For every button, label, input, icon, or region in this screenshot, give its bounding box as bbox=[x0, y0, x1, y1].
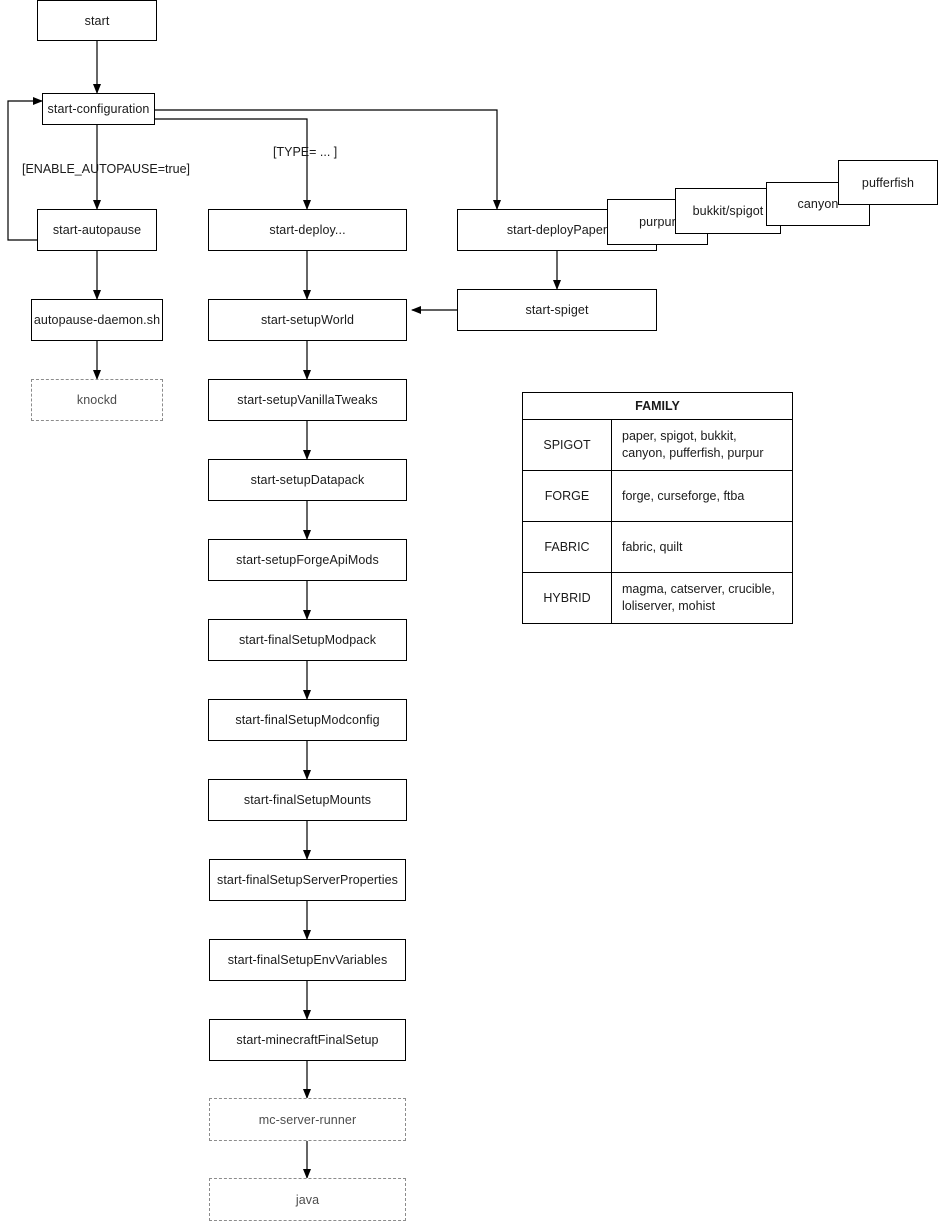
node-start-autopause[interactable]: start-autopause bbox=[37, 209, 157, 251]
node-start-setup-vanilla-tweaks[interactable]: start-setupVanillaTweaks bbox=[208, 379, 407, 421]
edge-label-enable-autopause-text: [ENABLE_AUTOPAUSE=true] bbox=[22, 162, 191, 176]
node-start-deploy-label: start-deploy... bbox=[269, 223, 346, 237]
node-start-spiget[interactable]: start-spiget bbox=[457, 289, 657, 331]
node-variant-purpur-label: purpur bbox=[639, 215, 676, 229]
family-row-value: magma, catserver, crucible, loliserver, … bbox=[611, 572, 793, 624]
edge-label-type: [TYPE= ... ] bbox=[273, 145, 337, 159]
family-table-header: FAMILY bbox=[522, 392, 793, 420]
node-start-final-setup-server-properties[interactable]: start-finalSetupServerProperties bbox=[209, 859, 406, 901]
node-start-setup-vanilla-tweaks-label: start-setupVanillaTweaks bbox=[237, 393, 378, 407]
node-start-final-setup-modconfig-label: start-finalSetupModconfig bbox=[235, 713, 380, 727]
node-start-setup-forge-api-mods-label: start-setupForgeApiMods bbox=[236, 553, 379, 567]
node-start-final-setup-modconfig[interactable]: start-finalSetupModconfig bbox=[208, 699, 407, 741]
node-variant-canyon-label: canyon bbox=[797, 197, 839, 211]
node-start-final-setup-modpack[interactable]: start-finalSetupModpack bbox=[208, 619, 407, 661]
node-knockd[interactable]: knockd bbox=[31, 379, 163, 421]
node-knockd-label: knockd bbox=[76, 393, 118, 407]
node-start-final-setup-server-properties-label: start-finalSetupServerProperties bbox=[216, 873, 399, 887]
edge-configuration-to-deploypaper bbox=[155, 109, 501, 210]
node-start-final-setup-mounts-label: start-finalSetupMounts bbox=[243, 793, 372, 807]
node-start-deploy-paper-label: start-deployPaper bbox=[506, 223, 608, 237]
edge-label-type-text: [TYPE= ... ] bbox=[273, 145, 338, 159]
table-row: FORGE forge, curseforge, ftba bbox=[522, 470, 793, 522]
node-start[interactable]: start bbox=[37, 0, 157, 41]
table-row: HYBRID magma, catserver, crucible, lolis… bbox=[522, 572, 793, 624]
node-variant-pufferfish[interactable]: pufferfish bbox=[838, 160, 938, 205]
node-start-setup-world[interactable]: start-setupWorld bbox=[208, 299, 407, 341]
node-start-setup-forge-api-mods[interactable]: start-setupForgeApiMods bbox=[208, 539, 407, 581]
table-row: SPIGOT paper, spigot, bukkit, canyon, pu… bbox=[522, 419, 793, 471]
family-row-key: FABRIC bbox=[522, 521, 612, 573]
node-java-label: java bbox=[295, 1192, 320, 1207]
node-start-final-setup-env-variables-label: start-finalSetupEnvVariables bbox=[227, 953, 388, 967]
node-start-final-setup-modpack-label: start-finalSetupModpack bbox=[238, 633, 377, 647]
node-java[interactable]: java bbox=[209, 1178, 406, 1221]
node-start-deploy[interactable]: start-deploy... bbox=[208, 209, 407, 251]
node-start-minecraft-final-setup-label: start-minecraftFinalSetup bbox=[236, 1033, 379, 1047]
node-mc-server-runner[interactable]: mc-server-runner bbox=[209, 1098, 406, 1141]
family-row-value: fabric, quilt bbox=[611, 521, 793, 573]
node-variant-bukkit-spigot[interactable]: bukkit/spigot bbox=[675, 188, 781, 234]
family-row-key: FORGE bbox=[522, 470, 612, 522]
node-start-final-setup-mounts[interactable]: start-finalSetupMounts bbox=[208, 779, 407, 821]
node-start-configuration-label: start-configuration bbox=[47, 102, 150, 116]
node-autopause-daemon-sh[interactable]: autopause-daemon.sh bbox=[31, 299, 163, 341]
family-row-key: HYBRID bbox=[522, 572, 612, 624]
node-mc-server-runner-label: mc-server-runner bbox=[258, 1112, 357, 1127]
family-table-header-row: FAMILY bbox=[522, 392, 793, 420]
node-start-setup-world-label: start-setupWorld bbox=[260, 313, 355, 327]
family-row-value: paper, spigot, bukkit, canyon, pufferfis… bbox=[611, 419, 793, 471]
node-start-setup-datapack-label: start-setupDatapack bbox=[250, 473, 365, 487]
node-start-label: start bbox=[84, 13, 110, 28]
node-variant-bukkit-spigot-label: bukkit/spigot bbox=[692, 204, 764, 218]
family-legend-table: FAMILY SPIGOT paper, spigot, bukkit, can… bbox=[522, 392, 793, 624]
node-start-final-setup-env-variables[interactable]: start-finalSetupEnvVariables bbox=[209, 939, 406, 981]
node-start-configuration[interactable]: start-configuration bbox=[42, 93, 155, 125]
node-start-setup-datapack[interactable]: start-setupDatapack bbox=[208, 459, 407, 501]
node-variant-pufferfish-label: pufferfish bbox=[861, 175, 915, 190]
node-start-spiget-label: start-spiget bbox=[525, 303, 589, 317]
family-row-key: SPIGOT bbox=[522, 419, 612, 471]
table-row: FABRIC fabric, quilt bbox=[522, 521, 793, 573]
family-row-value: forge, curseforge, ftba bbox=[611, 470, 793, 522]
node-start-minecraft-final-setup[interactable]: start-minecraftFinalSetup bbox=[209, 1019, 406, 1061]
node-autopause-daemon-sh-label: autopause-daemon.sh bbox=[33, 313, 161, 327]
node-start-autopause-label: start-autopause bbox=[52, 223, 142, 237]
edge-label-enable-autopause: [ENABLE_AUTOPAUSE=true] bbox=[22, 162, 190, 176]
